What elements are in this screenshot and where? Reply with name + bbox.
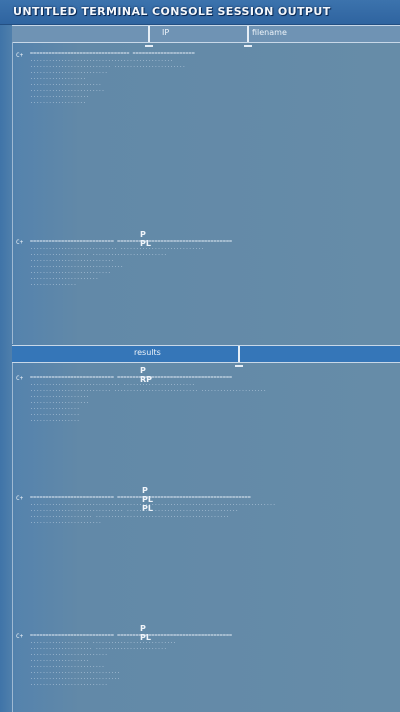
prompt-marker: C+ xyxy=(16,633,24,640)
section-header: P RP xyxy=(140,366,153,384)
output-line: .......................... .............… xyxy=(30,63,186,69)
output-line: =========================== ============… xyxy=(30,495,251,501)
output-line: ................ xyxy=(30,417,80,423)
top-pane-header: IP filename xyxy=(12,25,400,47)
output-line: ................ xyxy=(30,411,80,417)
output-line: ................... xyxy=(30,657,90,663)
prompt-marker: C+ xyxy=(16,495,24,502)
output-line: ......................... xyxy=(30,681,108,687)
output-line: ................... ....................… xyxy=(30,639,177,645)
left-border xyxy=(12,362,13,712)
title-bar: UNTITLED TERMINAL CONSOLE SESSION OUTPUT xyxy=(0,0,400,25)
output-line: ......................... xyxy=(30,651,108,657)
output-line: .............................. .........… xyxy=(30,507,239,513)
output-line: =========================== ============… xyxy=(30,633,233,639)
output-line: ....................... xyxy=(30,81,102,87)
output-line: ........................... xyxy=(30,257,114,263)
results-tab-label[interactable]: results xyxy=(134,348,161,357)
output-line: .............................. xyxy=(30,263,124,269)
output-line: =========================== ============… xyxy=(30,239,233,245)
top-tab-label[interactable]: IP xyxy=(162,28,170,37)
prompt-marker: C+ xyxy=(16,239,24,246)
output-line: ............................. ..........… xyxy=(30,381,195,387)
output-line: ................... ....................… xyxy=(30,251,167,257)
output-line: ............................. xyxy=(30,669,121,675)
output-line: .................. xyxy=(30,75,86,81)
prompt-marker: C+ xyxy=(16,375,24,382)
output-line: =========================== ============… xyxy=(30,375,233,381)
section-header: P PL xyxy=(140,230,151,248)
output-line: ......................... xyxy=(30,69,108,75)
output-line: ................... xyxy=(30,93,90,99)
output-line: .................. xyxy=(30,99,86,105)
results-pane-header: results xyxy=(12,345,400,367)
output-line: ........................ xyxy=(30,87,105,93)
output-line: .................... ...................… xyxy=(30,645,167,651)
section-header: P PL xyxy=(140,624,151,642)
window-title: UNTITLED TERMINAL CONSOLE SESSION OUTPUT xyxy=(13,5,331,18)
output-line: ........................................… xyxy=(30,501,276,507)
output-line: .......................... .............… xyxy=(30,387,267,393)
top-right-label[interactable]: filename xyxy=(252,28,287,37)
prompt-marker: C+ xyxy=(16,52,24,59)
output-line: ................... xyxy=(30,399,90,405)
output-line: ................... xyxy=(30,393,90,399)
column-divider[interactable] xyxy=(235,346,243,367)
output-line: .......................... xyxy=(30,269,111,275)
output-line: ............... xyxy=(30,281,77,287)
output-line: ........................ xyxy=(30,663,105,669)
output-line: .................... ...................… xyxy=(30,513,230,519)
output-line: ........................................… xyxy=(30,57,174,63)
column-divider[interactable] xyxy=(244,26,252,47)
column-divider[interactable] xyxy=(145,26,153,47)
output-line: ............................. xyxy=(30,675,121,681)
left-border xyxy=(12,42,13,344)
section-header: P PL PL xyxy=(142,486,153,513)
output-line: ...................... xyxy=(30,275,99,281)
output-line: ....................... xyxy=(30,519,102,525)
output-line: ............................ ...........… xyxy=(30,245,205,251)
output-line: ................ xyxy=(30,405,80,411)
output-line: ================================ =======… xyxy=(30,51,195,57)
